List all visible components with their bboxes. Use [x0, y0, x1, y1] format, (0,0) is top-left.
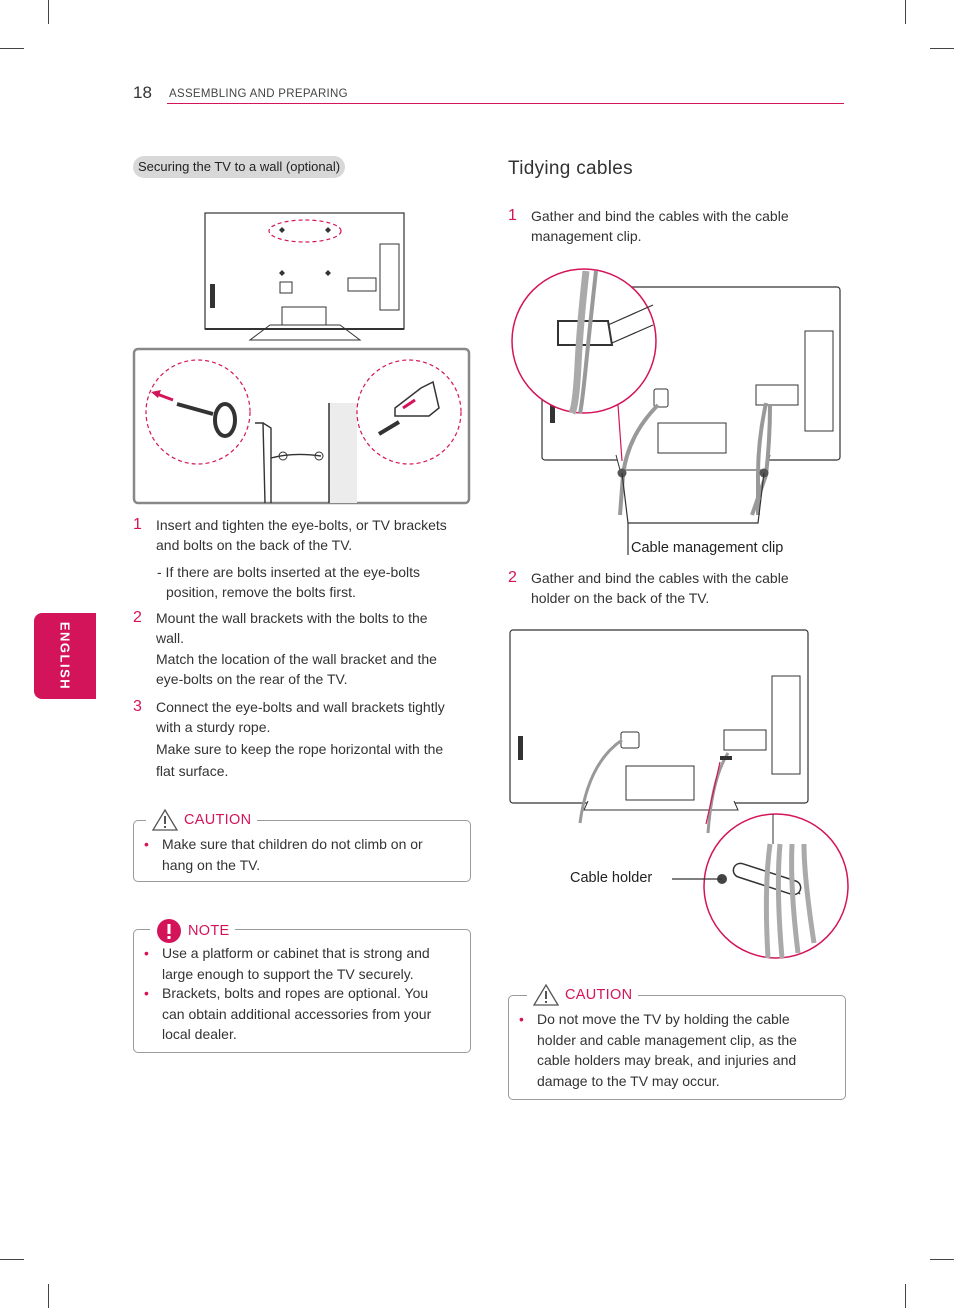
crop-mark [930, 48, 954, 49]
text-line: with a sturdy rope. [156, 719, 271, 735]
text-line: Do not move the TV by holding the cable [537, 1011, 790, 1027]
step-line: Gather and bind the cables with the cabl… [531, 570, 789, 586]
warning-triangle-icon [532, 983, 560, 1006]
note-exclamation-icon [157, 919, 181, 943]
crop-mark [0, 1259, 24, 1260]
text-line: Make sure to keep the rope horizontal wi… [156, 741, 444, 757]
text-line: Use a platform or cabinet that is strong… [162, 945, 430, 961]
cable-clip-figure [511, 268, 841, 555]
bullet-dot-icon: • [144, 836, 149, 852]
cable-step-2: 2 Gather and bind the cables with the ca… [508, 568, 838, 610]
text-line: Connect the eye-bolts and wall brackets … [156, 699, 445, 715]
caution-box-left: CAUTION • Make sure that children do not … [133, 808, 471, 882]
wall-step: 2 Mount the wall brackets with the bolts … [133, 608, 469, 652]
note-title: NOTE [188, 923, 230, 939]
text-line: hang on the TV. [162, 856, 261, 873]
text-line: Match the location of the wall bracket a… [156, 651, 437, 667]
crop-mark [905, 0, 906, 24]
step-number: 1 [133, 516, 142, 533]
text-line: wall. [156, 630, 185, 646]
bullet-dot-icon: • [144, 985, 149, 1001]
step-number: 1 [508, 207, 517, 224]
wall-step: Match the location of the wall bracket a… [133, 649, 469, 693]
caution-title: CAUTION [184, 812, 252, 828]
tv-back-figure [204, 212, 405, 341]
text-line: local dealer. [162, 1026, 237, 1042]
crop-mark [905, 1284, 906, 1308]
cable-holder-figure [509, 629, 849, 959]
wall-step: Make sure to keep the rope horizontal wi… [133, 739, 469, 783]
language-tab-label: ENGLISH [57, 621, 73, 691]
text-line: - If there are bolts inserted at the eye… [157, 564, 421, 580]
language-tab: ENGLISH [34, 613, 96, 699]
crop-mark [930, 1259, 954, 1260]
cable-clip-label: Cable management clip [631, 540, 784, 556]
header-rule [167, 103, 844, 104]
bullet-item: • Do not move the TV by holding the cable… [519, 1009, 829, 1089]
wall-step: 1 Insert and tighten the eye-bolts, or TV… [133, 515, 469, 559]
text-line: position, remove the bolts first. [166, 584, 356, 600]
crop-mark [48, 1284, 49, 1308]
cable-step-1: 1 Gather and bind the cables with the ca… [508, 206, 838, 248]
bullet-item: • Use a platform or cabinet that is stron… [144, 943, 454, 983]
step-line: management clip. [531, 228, 642, 244]
text-line: cable holders may break, and injuries an… [537, 1052, 797, 1068]
section-title: ASSEMBLING AND PREPARING [169, 88, 348, 100]
caution-box-right: CAUTION • Do not move the TV by holding t… [508, 983, 846, 1100]
crop-mark [0, 48, 24, 49]
text-line: Make sure that children do not climb on … [162, 836, 423, 852]
step-number: 3 [133, 698, 142, 715]
section-heading: Tidying cables [508, 158, 633, 179]
subheading-pill: Securing the TV to a wall (optional) [133, 156, 346, 178]
page-number: 18 [133, 83, 152, 102]
crop-mark [48, 0, 49, 24]
caution-title: CAUTION [565, 987, 633, 1003]
wall-step: - If there are bolts inserted at the eye… [133, 562, 469, 606]
bullet-item: • Brackets, bolts and ropes are optional.… [144, 983, 454, 1043]
wall-bracket-figure [132, 347, 471, 505]
warning-triangle-icon [151, 808, 179, 831]
step-line: holder on the back of the TV. [531, 590, 710, 606]
text-line: and bolts on the back of the TV. [156, 537, 353, 553]
step-number: 2 [508, 569, 517, 586]
text-line: damage to the TV may occur. [537, 1072, 720, 1089]
text-line: Brackets, bolts and ropes are optional. … [162, 985, 429, 1001]
text-line: holder and cable management clip, as the [537, 1031, 797, 1048]
wall-step: 3 Connect the eye-bolts and wall brackets… [133, 697, 469, 741]
bullet-dot-icon: • [144, 945, 149, 961]
note-box: NOTE • Use a platform or cabinet that is … [133, 918, 471, 1053]
text-line: eye-bolts on the rear of the TV. [156, 671, 348, 687]
bullet-dot-icon: • [519, 1011, 524, 1027]
step-line: Gather and bind the cables with the cabl… [531, 208, 789, 224]
text-line: Mount the wall brackets with the bolts t… [156, 610, 428, 626]
cable-holder-label: Cable holder [570, 870, 653, 886]
step-number: 2 [133, 609, 142, 626]
text-line: Insert and tighten the eye-bolts, or TV … [156, 517, 447, 533]
text-line: large enough to support the TV securely. [162, 965, 414, 982]
text-line: flat surface. [156, 763, 229, 779]
text-line: can obtain additional accessories from y… [162, 1005, 432, 1022]
bullet-item: • Make sure that children do not climb on… [144, 834, 454, 874]
